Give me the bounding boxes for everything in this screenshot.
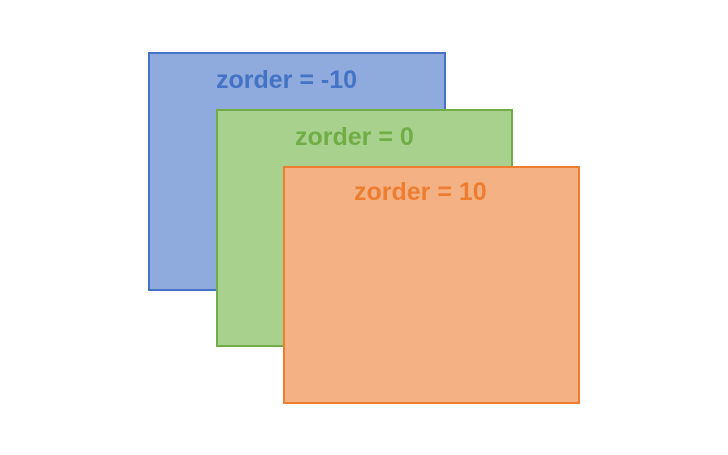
zorder-minus-10-label: zorder = -10 [216, 66, 358, 94]
zorder-10-label: zorder = 10 [354, 178, 487, 206]
zorder-10-rectangle: zorder = 10 [283, 166, 580, 404]
zorder-0-label: zorder = 0 [295, 123, 414, 151]
